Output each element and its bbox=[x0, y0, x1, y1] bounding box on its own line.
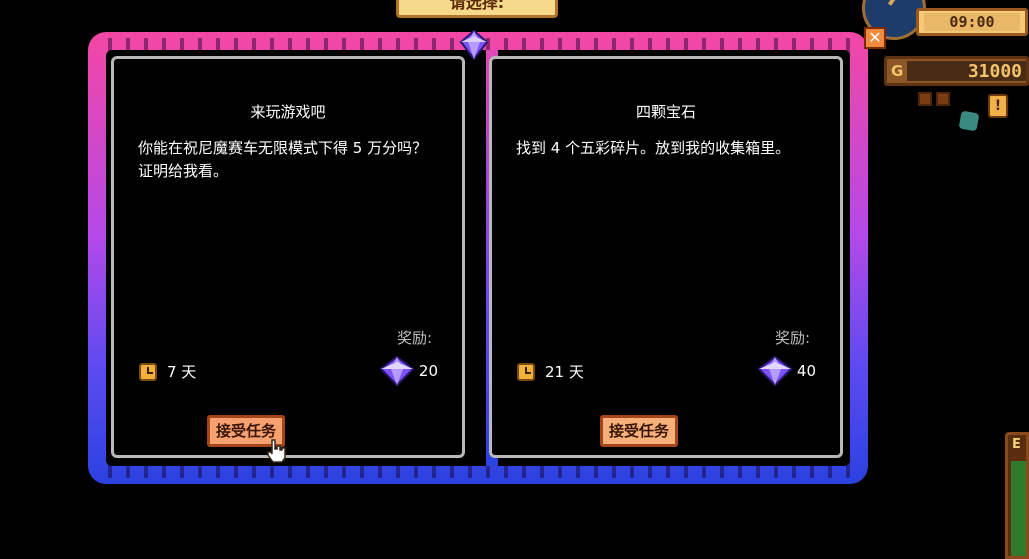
quest-reward: 20 bbox=[379, 355, 438, 387]
accept-quest-button[interactable]: 接受任务 bbox=[600, 415, 679, 447]
accept-quest-button[interactable]: 接受任务 bbox=[207, 415, 286, 447]
money-display: G 31000 bbox=[884, 56, 1029, 86]
zoom-in-button[interactable] bbox=[936, 92, 950, 106]
zoom-out-button[interactable] bbox=[918, 92, 932, 106]
quest-duration: 7 天 bbox=[139, 361, 196, 382]
energy-bar: E bbox=[1005, 432, 1029, 559]
quest-reward: 40 bbox=[757, 355, 816, 387]
dialog-title-scroll: 请选择: bbox=[396, 0, 558, 18]
money-value: 31000 bbox=[907, 61, 1026, 82]
quest-title: 来玩游戏吧 bbox=[250, 103, 326, 121]
quest-card: 四颗宝石 找到 4 个五彩碎片。放到我的收集箱里。 奖励: 21 天 40 接受… bbox=[489, 56, 843, 458]
reward-label: 奖励: bbox=[774, 329, 810, 347]
journal-alert-button[interactable]: ! bbox=[988, 94, 1008, 118]
prismatic-gem-icon bbox=[379, 355, 415, 387]
quest-title: 四颗宝石 bbox=[635, 103, 696, 121]
quest-description: 你能在祝尼魔赛车无限模式下得 5 万分吗？证明给我看。 bbox=[138, 139, 428, 180]
energy-label: E bbox=[1012, 437, 1021, 452]
reward-value: 20 bbox=[418, 362, 438, 380]
clock-icon bbox=[139, 362, 157, 381]
buff-icon bbox=[958, 110, 980, 132]
hand-cursor-icon bbox=[267, 439, 286, 463]
energy-fill bbox=[1011, 461, 1026, 556]
prismatic-gem-icon bbox=[757, 355, 793, 387]
time-text: 09:00 bbox=[924, 13, 1020, 31]
gold-icon: G bbox=[891, 62, 904, 80]
quest-duration: 21 天 bbox=[517, 361, 584, 382]
reward-value: 40 bbox=[796, 362, 816, 380]
clock-icon bbox=[517, 362, 535, 381]
quest-days: 21 天 bbox=[545, 363, 584, 381]
quest-description: 找到 4 个五彩碎片。放到我的收集箱里。 bbox=[516, 139, 791, 157]
dialog-title: 请选择: bbox=[449, 0, 505, 12]
quest-days: 7 天 bbox=[167, 363, 197, 381]
quest-card: 来玩游戏吧 你能在祝尼魔赛车无限模式下得 5 万分吗？证明给我看。 奖励: 7 … bbox=[111, 56, 465, 458]
time-display: 09:00 bbox=[916, 8, 1028, 36]
gem-ornament-icon bbox=[459, 30, 489, 60]
reward-label: 奖励: bbox=[396, 329, 432, 347]
hud-clock: 09:00 bbox=[862, 0, 1029, 40]
close-button[interactable]: ✕ bbox=[864, 27, 886, 49]
